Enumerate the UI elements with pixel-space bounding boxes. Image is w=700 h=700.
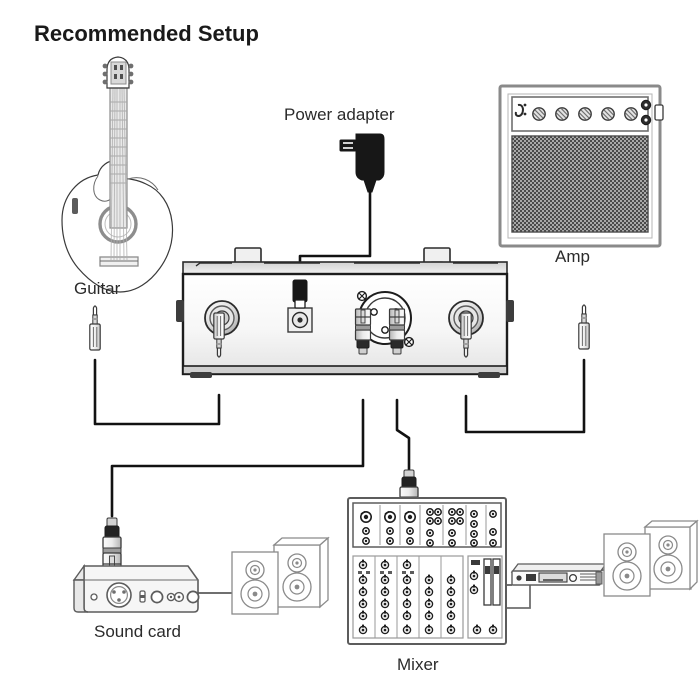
mixer-channel-strips	[352, 555, 464, 639]
device-label-sound-card: Sound card	[94, 622, 181, 641]
pedal-side-tab-left	[176, 300, 184, 322]
pedal-foot-right	[478, 372, 500, 378]
pedal-top-deck	[182, 261, 508, 275]
device-mixer[interactable]: Mixer	[347, 469, 507, 674]
pedal-foot-left	[190, 372, 212, 378]
amp-speaker-grille	[511, 135, 649, 233]
device-monitor-speakers-right[interactable]	[603, 519, 699, 597]
device-monitor-speakers-left[interactable]	[231, 536, 330, 615]
sound-card-knobs[interactable]	[166, 591, 185, 603]
cable-pedal-to-sound-card	[110, 398, 365, 518]
device-guitar[interactable]: Guitar	[61, 56, 174, 298]
sound-card-body	[83, 565, 199, 613]
cable-pedal-to-amp	[464, 358, 586, 434]
mixer-display	[471, 560, 480, 565]
device-label-power-adapter: Power adapter	[284, 105, 395, 124]
device-pedal[interactable]	[176, 247, 514, 378]
device-power-adapter[interactable]: Power adapter	[284, 105, 395, 193]
device-label-mixer: Mixer	[397, 655, 439, 674]
plug-guitar-cable-ts[interactable]	[89, 305, 101, 351]
page-title: Recommended Setup	[34, 21, 259, 46]
device-power-amp[interactable]	[510, 563, 608, 586]
amp-output-jacks[interactable]	[640, 99, 652, 126]
plug-pedal-xlr-2[interactable]	[388, 308, 406, 355]
device-label-amp: Amp	[555, 247, 590, 266]
amp-knob-row[interactable]	[532, 107, 638, 121]
plug-amp-cable-ts[interactable]	[578, 304, 590, 350]
device-sound-card[interactable]: Sound card	[72, 517, 200, 641]
sound-card-jack-1[interactable]	[150, 590, 164, 604]
device-amp[interactable]: Amp	[498, 84, 664, 266]
mixer-master-faders[interactable]	[483, 558, 501, 606]
cable-guitar-to-pedal	[93, 358, 221, 426]
amp-input-jack-icon	[514, 103, 527, 118]
amp-power-switch[interactable]	[654, 104, 664, 121]
pedal-side-tab-right	[506, 300, 514, 322]
cable-pedal-to-mixer	[395, 398, 411, 472]
device-label-guitar: Guitar	[74, 279, 121, 298]
pedal-dc-power-jack[interactable]	[287, 307, 313, 333]
plug-dc-barrel[interactable]	[292, 279, 308, 309]
cable-layer	[93, 188, 604, 609]
sound-card-led	[90, 593, 98, 601]
sound-card-xlr-input[interactable]	[106, 582, 132, 608]
sound-card-jack-2[interactable]	[186, 590, 200, 604]
plug-pedal-xlr-1[interactable]	[354, 308, 372, 355]
power-amp-display	[538, 572, 568, 583]
